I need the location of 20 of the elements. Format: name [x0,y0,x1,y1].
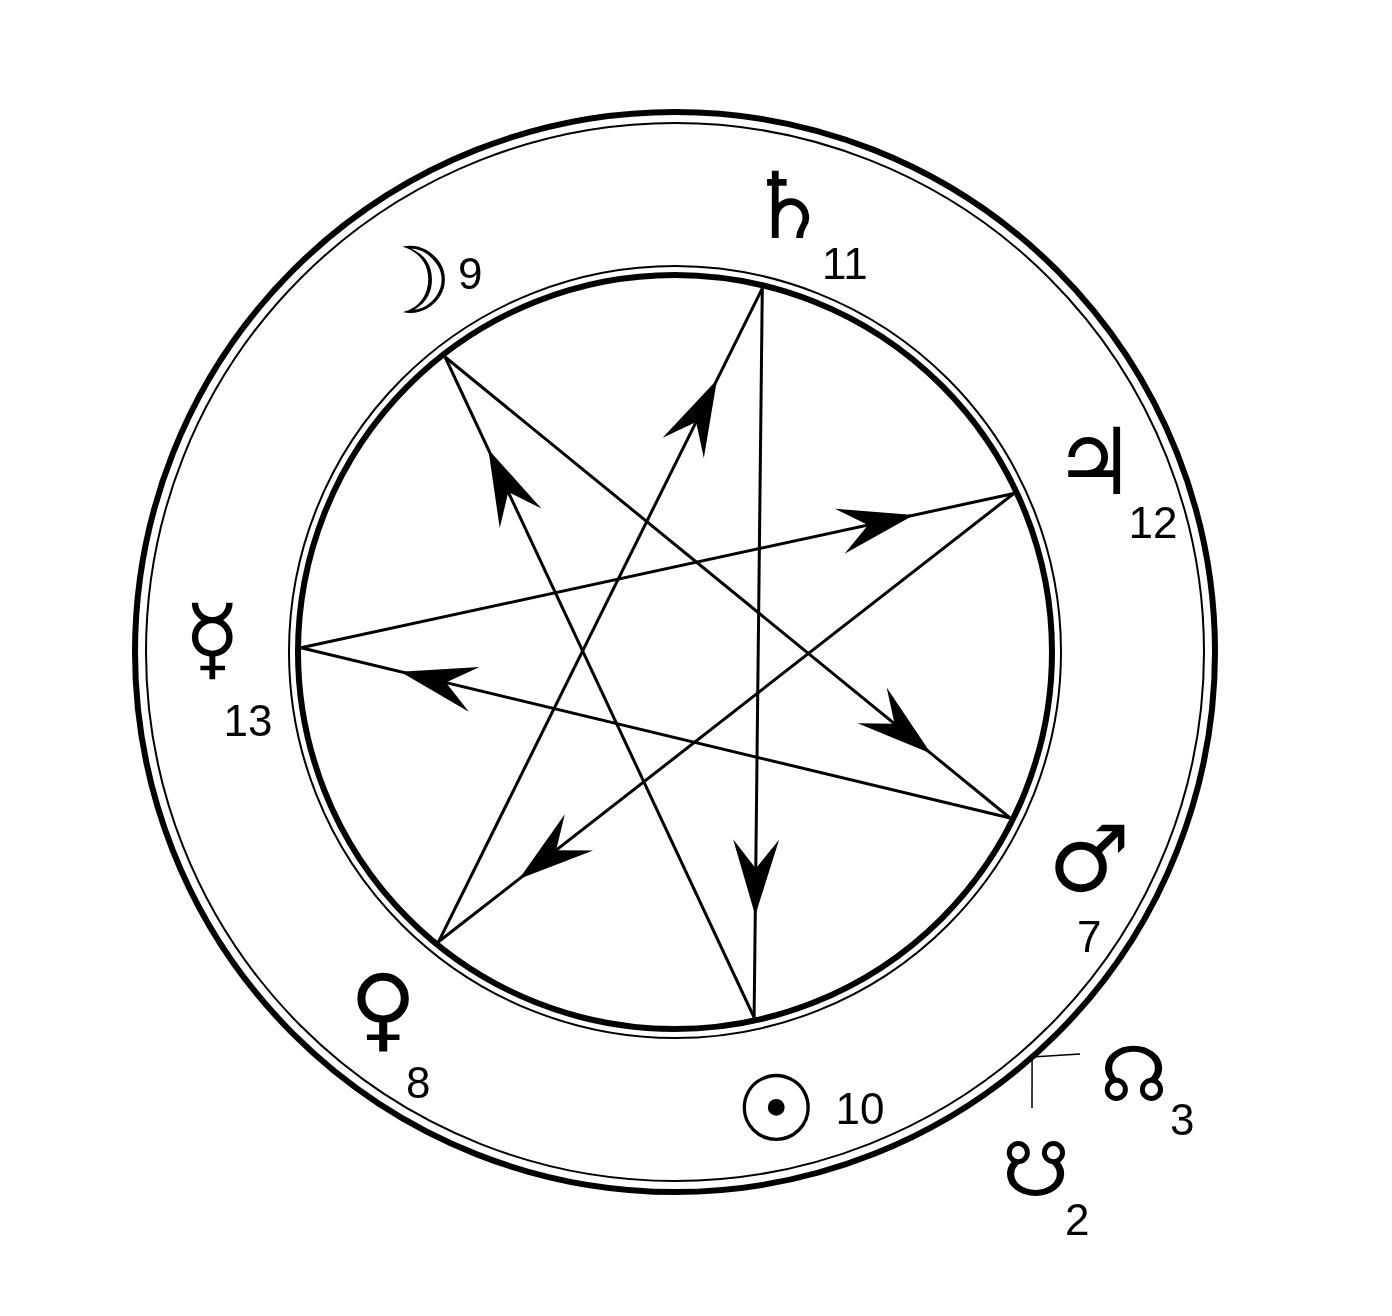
number-label: 7 [1077,915,1102,959]
moon-symbol: ☽ [370,236,453,328]
number-label: 9 [458,252,483,296]
sun-symbol: ☉ [735,1064,818,1156]
venus-symbol: ♀ [349,963,417,1055]
arrow [300,492,1015,650]
arrow [443,356,756,1019]
arrow [444,355,1012,820]
number-label: 13 [223,699,273,743]
arrow [437,287,764,943]
number-label: 11 [822,242,868,286]
arrow [437,492,1015,943]
mars-symbol: ♂ [1048,814,1131,906]
number-label: 10 [835,1087,885,1131]
arrow [300,646,1011,820]
arrow [733,288,780,1018]
ascending-node-symbol: ☊ [1100,1037,1168,1113]
number-label: 3 [1170,1098,1195,1142]
mercury-symbol: ☿ [184,593,241,685]
number-label: 8 [406,1061,431,1105]
